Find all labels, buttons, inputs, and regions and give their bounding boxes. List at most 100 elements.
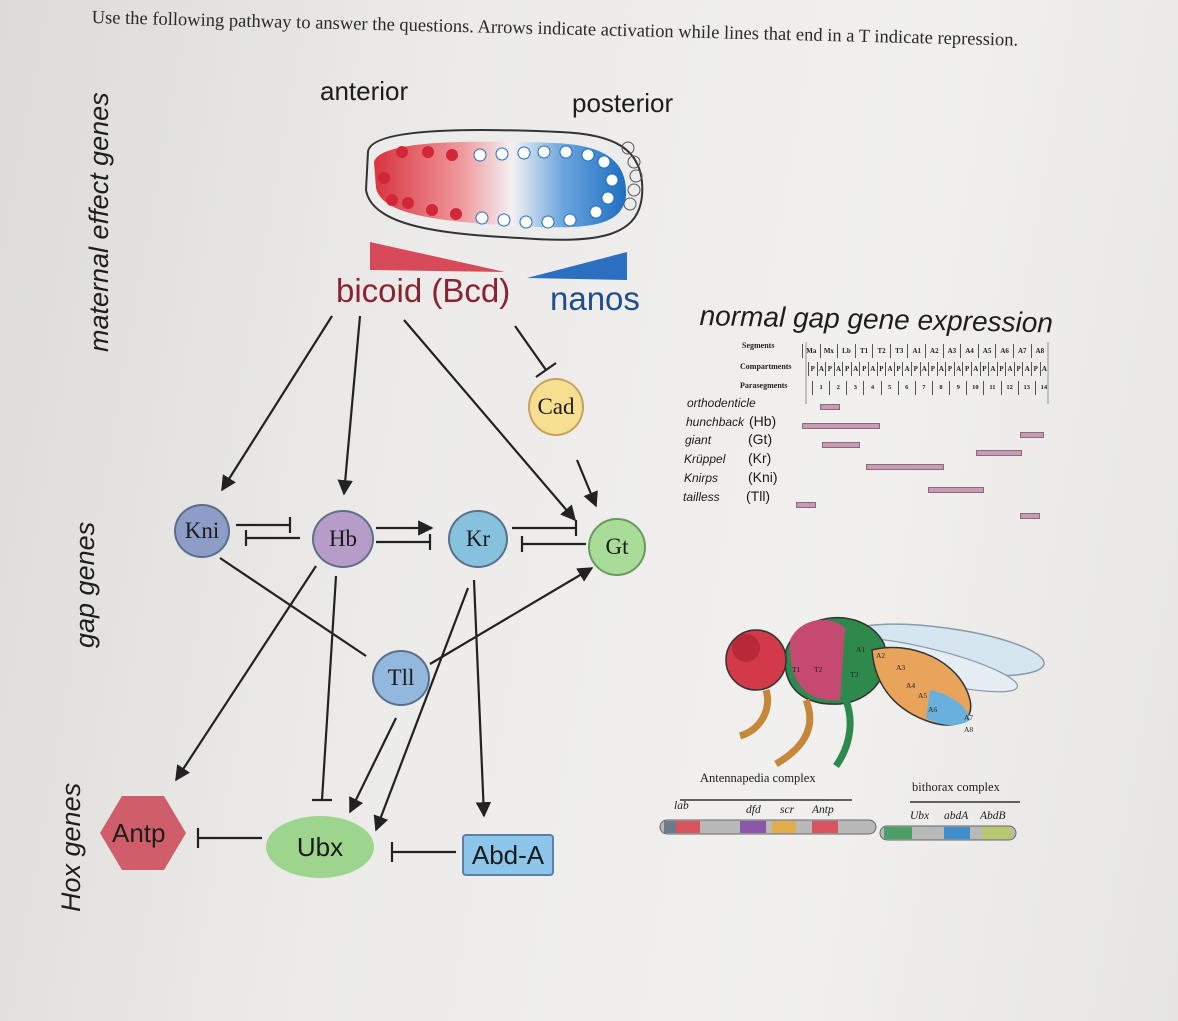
bithorax-complex-label: bithorax complex [912,780,1000,794]
antennapedia-complex-label: Antennapedia complex [700,771,816,785]
compartments-cell: A [936,362,946,376]
fly-label: T2 [814,665,823,674]
gene-giant-abbr: (Gt) [748,431,773,447]
hox-gene-abdb: AbdB [980,810,1006,822]
abda-label: Abd-A [471,839,545,870]
gene-hunchback-abbr: (Hb) [749,413,777,429]
nanos-gradient-wedge [527,252,627,280]
posterior-label: posterior [572,88,674,118]
compartments-cell: P [996,362,1006,376]
anterior-nuclei [378,146,462,220]
fly-label: A6 [928,705,937,714]
gene-tailless-abbr: (Tll) [746,488,771,504]
compartments-cell: A [1022,362,1031,376]
ubx-node: Ubx [266,816,374,878]
fly-label: A7 [964,713,973,722]
parasegments-cell: 9 [949,381,966,395]
bicoid-gradient-wedge [370,242,505,272]
compartments-cell: A [868,362,877,376]
segments-cell: A1 [907,344,925,358]
segments-cell: T1 [854,344,873,358]
hox-gene-abda: abdA [944,810,969,822]
gt-label: Gt [605,534,629,559]
parasegments-cell: 2 [829,381,846,395]
compartments-cell: A [833,362,843,376]
anterior-label: anterior [320,76,409,106]
segments-cell: A6 [995,344,1013,358]
compartments-cell: P [1013,362,1023,376]
fly-label: T3 [850,670,859,679]
segments-cell: A8 [1030,344,1049,358]
fly-segment-labels: T1 T2 T3 A1 A2 A3 A4 A5 A6 A7 A8 [792,645,973,734]
hox-gene-dfd: dfd [746,804,761,816]
expression-bar-hunchback [802,423,880,429]
antp-label: Antp [112,818,166,848]
parasegments-cell: 4 [863,381,880,395]
gene-orthodenticle: orthodenticle [687,396,756,410]
parasegments-cell: 5 [880,381,898,395]
compartments-cell: P [808,362,817,376]
cad-node: Cad [528,378,584,436]
expression-table-grid [805,342,1049,404]
kni-label: Kni [184,518,220,543]
fly-label: A8 [964,725,973,734]
compartments-cell: P [979,362,989,376]
parasegments-cell: 10 [966,381,983,395]
tll-node: Tll [372,650,430,706]
parasegments-cell: 8 [931,381,949,395]
embryo [364,129,644,241]
compartments-cell: P [928,362,937,376]
hb-label: Hb [328,526,358,551]
tll-label: Tll [387,665,415,690]
segments-cell: Lb [837,344,855,358]
gene-hunchback: hunchback [686,415,745,429]
expression-bar-orthodenticle [820,404,840,410]
segments-cell: T2 [872,344,890,358]
pole-cells [621,141,643,211]
antp-node-shape [100,796,186,870]
compartments-cell: A [1039,362,1049,376]
compartments-cell: A [885,362,894,376]
compartments-cell: A [919,362,929,376]
kr-label: Kr [465,526,491,551]
gene-knirps-abbr: (Kni) [748,469,778,485]
fly-label: A4 [906,681,915,690]
hox-gene-lab: lab [674,800,689,812]
compartments-cell: A [902,362,911,376]
compartments-cell: P [842,362,851,376]
parasegments-cell: 14 [1034,381,1052,395]
segments-cell: T3 [889,344,908,358]
segments-cell: A5 [977,344,996,358]
hox-gene-antp: Antp [812,804,834,816]
parasegments-cell: 3 [846,381,863,395]
gene-giant: giant [685,433,712,447]
compartments-cell: P [876,362,886,376]
hb-node: Hb [312,510,374,568]
gene-tailless: tailless [683,490,720,504]
parasegments-cell: 1 [812,381,829,395]
fly-label: A3 [896,663,905,672]
fly-label: A5 [918,691,927,700]
compartments-cell: A [816,362,826,376]
fly-illustration [725,617,1045,769]
hox-chromosome [659,799,1020,841]
kni-node: Kni [174,504,230,558]
expression-bar-knirps [928,487,984,493]
parasegments-cell: 6 [897,381,915,395]
compartments-cell: P [962,362,971,376]
compartments-cell: P [910,362,920,376]
parasegments-cell: 11 [983,381,1000,395]
expression-bar-giant-anterior [822,442,860,448]
compartments-cell: P [825,362,834,376]
hox-gene-ubx: Ubx [910,810,930,822]
expression-bar-giant-posterior [976,450,1022,456]
segments-cell: A4 [960,344,978,358]
segments-cell: A7 [1012,344,1031,358]
compartments-cell: P [893,362,903,376]
posterior-nuclei [473,145,619,229]
expression-bar-hunchback-posterior [1020,432,1044,438]
